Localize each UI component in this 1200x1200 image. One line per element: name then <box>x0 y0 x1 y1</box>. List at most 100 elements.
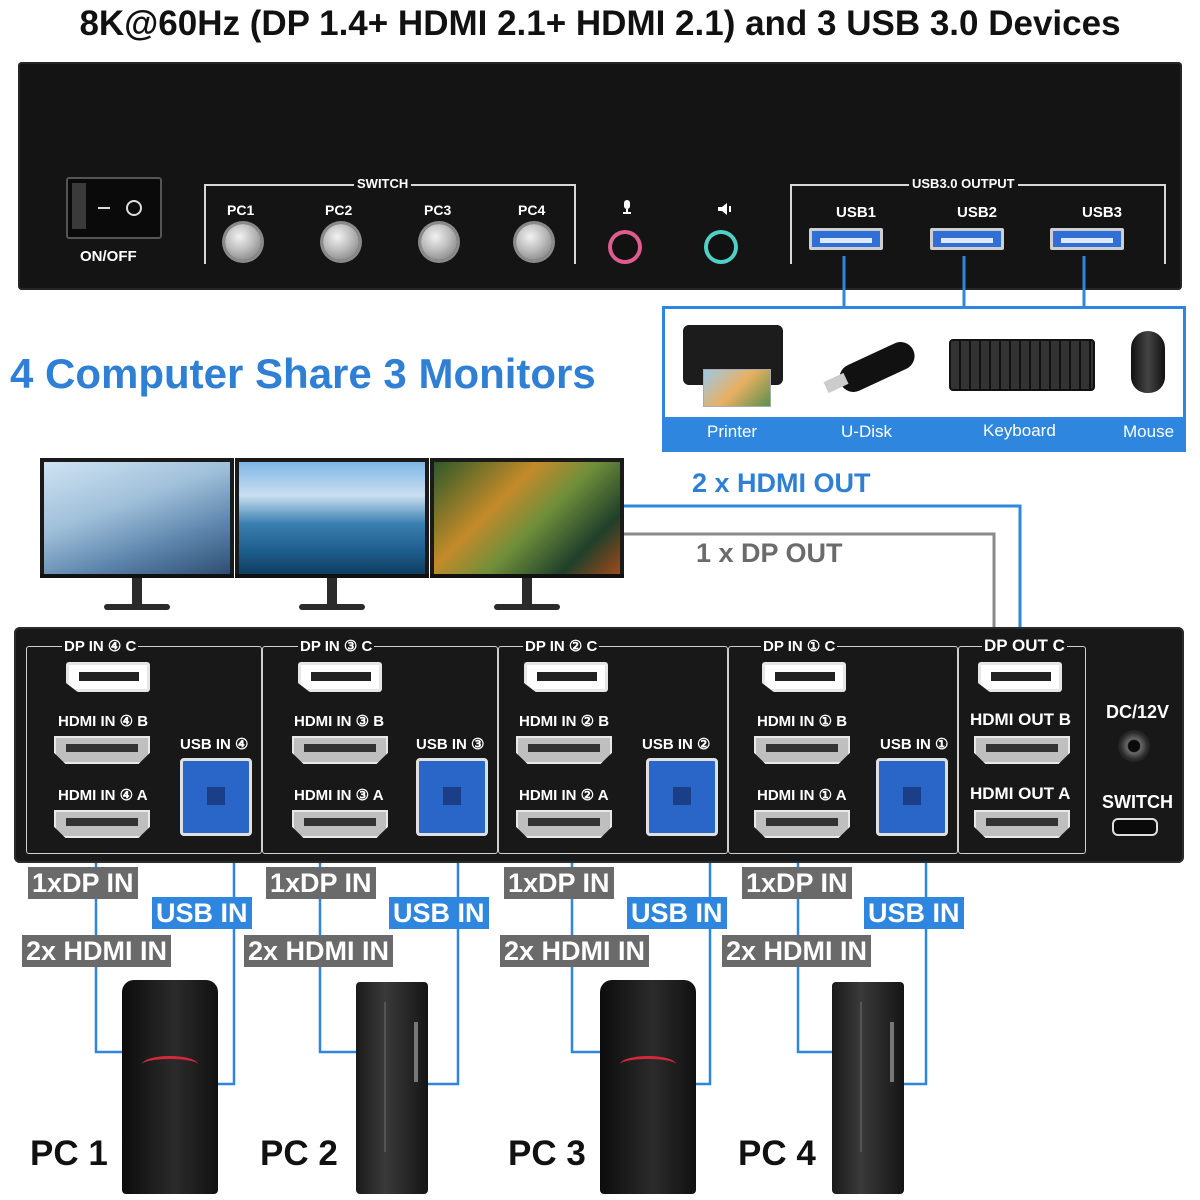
input-section-4 <box>26 646 262 854</box>
hdmi-in-4a-port[interactable] <box>54 810 150 838</box>
pc4-button[interactable] <box>516 224 552 260</box>
input-section-1 <box>728 646 958 854</box>
switch-port[interactable] <box>1112 818 1158 836</box>
hdmi-in-1a-port[interactable] <box>754 810 850 838</box>
dp-in-2-label: DP IN ② C <box>523 637 600 655</box>
usb2-label: USB2 <box>957 204 998 221</box>
usb3-label: USB3 <box>1082 204 1123 221</box>
usb-in-tag-pc4: USB IN <box>864 897 964 929</box>
pc1-button-label: PC1 <box>227 202 255 218</box>
hdmi-out-b-port[interactable] <box>974 736 1070 764</box>
monitor-1 <box>40 458 234 614</box>
hdmi-in-2b-port[interactable] <box>516 736 612 764</box>
u-disk-icon <box>823 337 923 397</box>
usb-in-2-label: USB IN ② <box>640 735 713 753</box>
page-title: 8K@60Hz (DP 1.4+ HDMI 2.1+ HDMI 2.1) and… <box>79 4 1121 43</box>
mouse-label: Mouse <box>1123 422 1175 441</box>
pc1-button[interactable] <box>225 224 261 260</box>
hdmi-in-tag-pc1: 2x HDMI IN <box>22 935 172 967</box>
usb-in-2-port[interactable] <box>646 758 718 836</box>
pc3-tower <box>600 980 696 1194</box>
usb-in-tag-pc3: USB IN <box>627 897 727 929</box>
hdmi-out-a-port[interactable] <box>974 810 1070 838</box>
dp-in-tag-pc2: 1xDP IN <box>266 867 376 899</box>
hdmi-in-4b-port[interactable] <box>54 736 150 764</box>
monitor-3 <box>430 458 624 614</box>
dc-12v-label: DC/12V <box>1104 702 1172 723</box>
dp-in-3-port[interactable] <box>298 662 382 692</box>
dp-in-tag-pc3: 1xDP IN <box>504 867 614 899</box>
usb-in-4-port[interactable] <box>180 758 252 836</box>
hdmi-in-tag-pc4: 2x HDMI IN <box>722 935 872 967</box>
hdmi-in-3b-label: HDMI IN ③ B <box>292 712 387 730</box>
pc2-tower <box>356 982 428 1194</box>
dp-in-1-port[interactable] <box>762 662 846 692</box>
speaker-icon <box>718 202 734 215</box>
dp-in-3-label: DP IN ③ C <box>298 637 375 655</box>
usb1-label: USB1 <box>836 204 877 221</box>
hdmi-out-label: 2 x HDMI OUT <box>692 468 871 498</box>
printer-label: Printer <box>707 422 758 441</box>
pc3-button-label: PC3 <box>424 202 452 218</box>
microphone-icon <box>622 200 632 214</box>
pc3-label: PC 3 <box>508 1134 586 1173</box>
usb-in-1-port[interactable] <box>876 758 948 836</box>
hdmi-in-4a-label: HDMI IN ④ A <box>56 786 150 804</box>
pc4-label: PC 4 <box>738 1134 816 1173</box>
hdmi-in-3a-label: HDMI IN ③ A <box>292 786 386 804</box>
front-panel: ON/OFF SWITCH PC1 PC2 PC3 PC4 USB3.0 OUT… <box>18 62 1182 290</box>
hdmi-in-1a-label: HDMI IN ① A <box>755 786 849 804</box>
hdmi-in-4b-label: HDMI IN ④ B <box>56 712 151 730</box>
hdmi-in-2a-port[interactable] <box>516 810 612 838</box>
input-section-3 <box>262 646 498 854</box>
usb-output-group <box>790 184 1166 264</box>
switch-group-title: SWITCH <box>354 176 412 191</box>
microphone-jack[interactable] <box>612 234 638 260</box>
u-disk-label: U-Disk <box>841 422 892 441</box>
dp-out-port[interactable] <box>978 662 1062 692</box>
hdmi-in-2a-label: HDMI IN ② A <box>517 786 611 804</box>
pc2-label: PC 2 <box>260 1134 338 1173</box>
keyboard-icon <box>949 339 1095 391</box>
hdmi-in-tag-pc3: 2x HDMI IN <box>500 935 650 967</box>
device-label-band: Printer U-Disk Keyboard Mouse <box>665 417 1183 449</box>
pc4-tower <box>832 982 904 1194</box>
dc-power-jack[interactable] <box>1118 730 1150 762</box>
dp-in-1-label: DP IN ① C <box>761 637 838 655</box>
speaker-jack[interactable] <box>708 234 734 260</box>
dp-in-tag-pc1: 1xDP IN <box>28 867 138 899</box>
mouse-icon <box>1131 331 1165 393</box>
switch-port-label: SWITCH <box>1100 792 1175 813</box>
usb-devices-panel: Printer U-Disk Keyboard Mouse <box>662 306 1186 452</box>
power-label: ON/OFF <box>80 248 137 265</box>
dp-in-2-port[interactable] <box>524 662 608 692</box>
usb1-port[interactable] <box>809 228 883 250</box>
hdmi-out-a-label: HDMI OUT A <box>968 784 1073 804</box>
hdmi-out-b-label: HDMI OUT B <box>968 710 1074 730</box>
pc2-button-label: PC2 <box>325 202 353 218</box>
printer-icon <box>673 325 793 409</box>
pc1-label: PC 1 <box>30 1134 108 1173</box>
hdmi-in-1b-label: HDMI IN ① B <box>755 712 850 730</box>
input-section-2 <box>498 646 728 854</box>
power-switch[interactable] <box>66 177 162 239</box>
hdmi-in-2b-label: HDMI IN ② B <box>517 712 612 730</box>
usb-in-4-label: USB IN ④ <box>178 735 251 753</box>
headline: 4 Computer Share 3 Monitors <box>10 350 596 397</box>
dp-out-port-label: DP OUT C <box>982 636 1067 656</box>
usb-in-tag-pc1: USB IN <box>152 897 252 929</box>
usb-in-3-port[interactable] <box>416 758 488 836</box>
hdmi-in-tag-pc2: 2x HDMI IN <box>244 935 394 967</box>
pc2-button[interactable] <box>323 224 359 260</box>
hdmi-in-3b-port[interactable] <box>292 736 388 764</box>
hdmi-in-3a-port[interactable] <box>292 810 388 838</box>
usb-in-1-label: USB IN ① <box>878 735 951 753</box>
usb-in-tag-pc2: USB IN <box>389 897 489 929</box>
pc3-button[interactable] <box>421 224 457 260</box>
dp-in-4-label: DP IN ④ C <box>62 637 139 655</box>
usb3-port[interactable] <box>1050 228 1124 250</box>
usb2-port[interactable] <box>930 228 1004 250</box>
hdmi-in-1b-port[interactable] <box>754 736 850 764</box>
usb-output-title: USB3.0 OUTPUT <box>909 176 1018 191</box>
dp-in-4-port[interactable] <box>66 662 150 692</box>
